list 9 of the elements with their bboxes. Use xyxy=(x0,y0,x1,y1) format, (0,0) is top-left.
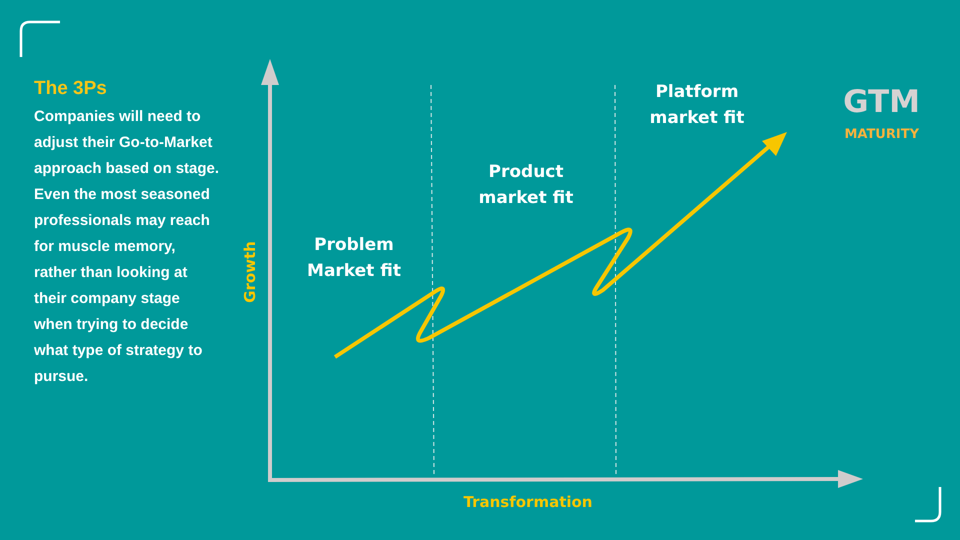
stage-label: Product market fit xyxy=(478,161,574,210)
sidebar-paragraph: Companies will need to adjust their Go-to-Market approach based on stage. Even the most seasoned professionals may reach for muscle memory, rather than looking at their company stage when trying to decide what type of strategy to pursue. xyxy=(34,107,220,387)
maturity-heading: GTM xyxy=(843,84,920,120)
stage-label: Problem Market fit xyxy=(306,234,402,283)
maturity-subheading: MATURITY xyxy=(844,126,919,144)
stage-label: Platform market fit xyxy=(648,81,746,130)
y-axis-label: Growth xyxy=(240,241,260,303)
sidebar-heading: The 3Ps xyxy=(34,77,107,101)
x-axis-label: Transformation xyxy=(464,492,592,513)
